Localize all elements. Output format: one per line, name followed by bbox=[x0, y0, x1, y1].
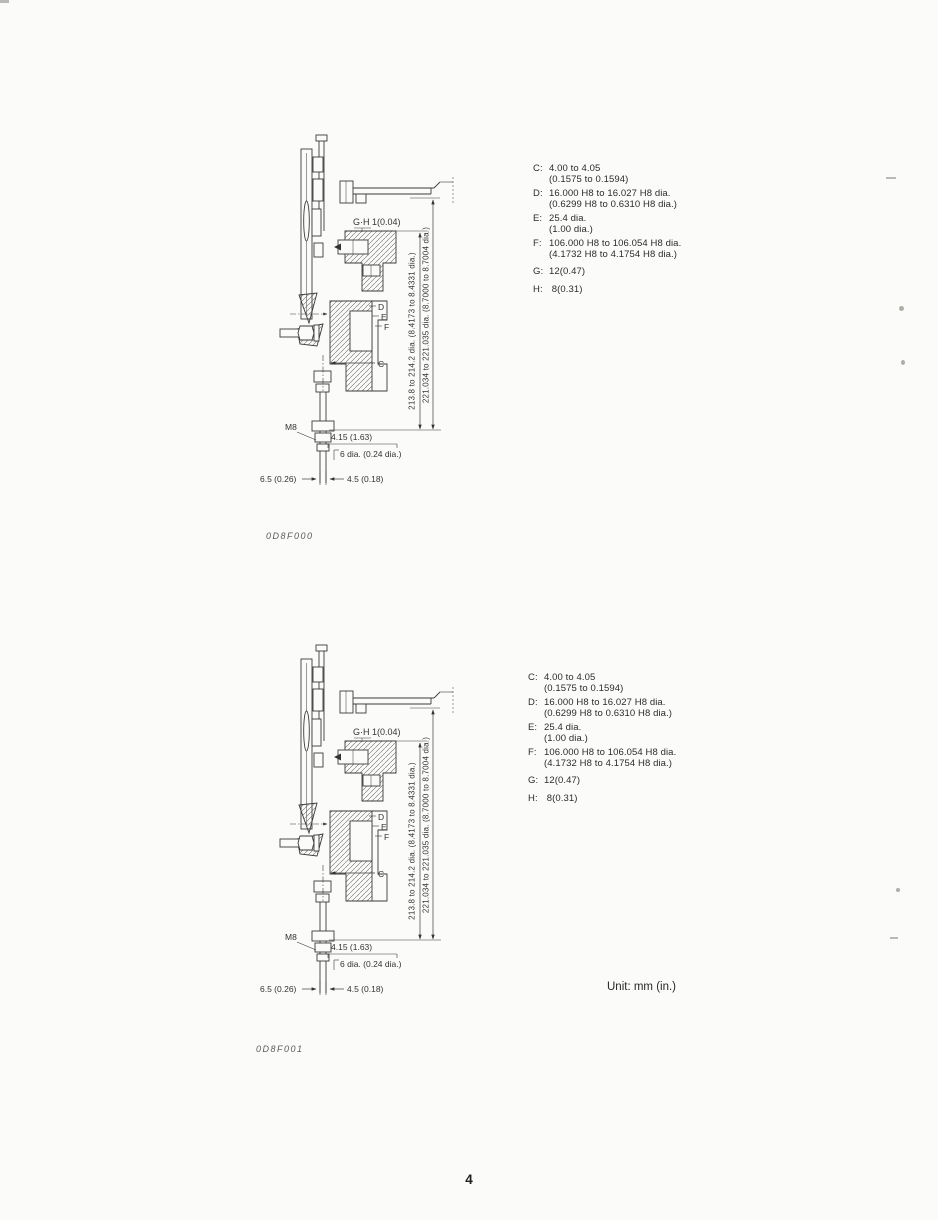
legend-key: F: bbox=[528, 747, 537, 758]
dim-label-m8: M8 bbox=[285, 422, 297, 432]
dim-label-6-5: 6.5 (0.26) bbox=[260, 474, 297, 484]
legend-entry-c: C: 4.00 to 4.05(0.1575 to 0.1594) bbox=[533, 163, 629, 185]
legend-entry-c: C: 4.00 to 4.05(0.1575 to 0.1594) bbox=[528, 672, 624, 694]
legend-entry-d: D: 16.000 H8 to 16.027 H8 dia.(0.6299 H8… bbox=[528, 697, 673, 719]
scan-artifact bbox=[890, 937, 898, 939]
dim-label-gh: G·H 1(0.04) bbox=[353, 727, 401, 737]
scan-artifact bbox=[896, 888, 900, 892]
legend-entry-h: H: 8(0.31) bbox=[533, 284, 583, 295]
legend-key: G: bbox=[533, 266, 544, 277]
dim-label-6-dia: 6 dia. (0.24 dia.) bbox=[340, 449, 402, 459]
dim-label-6-5: 6.5 (0.26) bbox=[260, 984, 297, 994]
legend-entry-h: H: 8(0.31) bbox=[528, 793, 578, 804]
scan-artifact bbox=[899, 306, 904, 311]
dim-label-f: F bbox=[384, 322, 389, 332]
figure-1-legend: C: 4.00 to 4.05(0.1575 to 0.1594) D: 16.… bbox=[533, 163, 681, 295]
dim-label-outer-bore: 221.034 to 221.035 dia. (8.7000 to 8.700… bbox=[422, 227, 431, 403]
legend-key: C: bbox=[528, 672, 538, 683]
figure-2-legend: C: 4.00 to 4.05(0.1575 to 0.1594) D: 16.… bbox=[528, 672, 676, 804]
figure-1-labels: G·H 1(0.04) D E F C M8 4.15 (1.63) 6 dia… bbox=[260, 217, 431, 484]
dim-label-f: F bbox=[384, 832, 389, 842]
legend-key: H: bbox=[528, 793, 538, 804]
dim-label-d: D bbox=[378, 302, 384, 312]
dim-label-e: E bbox=[381, 822, 387, 832]
dim-label-outer-bore: 221.034 to 221.035 dia. (8.7000 to 8.700… bbox=[422, 737, 431, 913]
figure-1-code: 0D8F000 bbox=[266, 531, 314, 541]
figure-2-labels: G·H 1(0.04) D E F C M8 4.15 (1.63) 6 dia… bbox=[260, 727, 431, 994]
legend-entry-d: D: 16.000 H8 to 16.027 H8 dia.(0.6299 H8… bbox=[533, 188, 678, 210]
dim-label-6-dia: 6 dia. (0.24 dia.) bbox=[340, 959, 402, 969]
dim-label-4-5: 4.5 (0.18) bbox=[347, 984, 384, 994]
dim-label-m8: M8 bbox=[285, 932, 297, 942]
part-outlines bbox=[279, 644, 454, 993]
dimension-lines bbox=[296, 197, 441, 485]
legend-key: H: bbox=[533, 284, 543, 295]
unit-note: Unit: mm (in.) bbox=[607, 981, 676, 993]
dim-label-d: D bbox=[378, 812, 384, 822]
scan-artifact bbox=[886, 177, 896, 179]
part-outlines bbox=[279, 134, 454, 483]
dim-label-4-15: 4.15 (1.63) bbox=[331, 942, 372, 952]
page-number: 4 bbox=[465, 1172, 473, 1187]
legend-key: C: bbox=[533, 163, 543, 174]
legend-key: E: bbox=[533, 213, 543, 224]
legend-key: D: bbox=[528, 697, 538, 708]
legend-key: F: bbox=[533, 238, 542, 249]
legend-entry-f: F: 106.000 H8 to 106.054 H8 dia.(4.1732 … bbox=[528, 747, 677, 769]
legend-key: D: bbox=[533, 188, 543, 199]
legend-key: G: bbox=[528, 775, 539, 786]
dim-label-e: E bbox=[381, 312, 387, 322]
figure-2-cross-section-drawing: G·H 1(0.04) D E F C M8 4.15 (1.63) 6 dia… bbox=[260, 644, 454, 995]
dim-label-4-15: 4.15 (1.63) bbox=[331, 432, 372, 442]
scan-artifact bbox=[0, 0, 9, 3]
legend-entry-e: E: 25.4 dia.(1.00 dia.) bbox=[528, 722, 588, 744]
legend-key: E: bbox=[528, 722, 538, 733]
dimension-lines bbox=[296, 707, 441, 995]
dim-label-gh: G·H 1(0.04) bbox=[353, 217, 401, 227]
legend-entry-e: E: 25.4 dia.(1.00 dia.) bbox=[533, 213, 593, 235]
figure-2-code: 0D8F001 bbox=[256, 1044, 304, 1054]
dim-label-c: C bbox=[378, 359, 384, 369]
dim-label-4-5: 4.5 (0.18) bbox=[347, 474, 384, 484]
dim-label-c: C bbox=[378, 869, 384, 879]
dim-label-inner-bore: 213.8 to 214.2 dia. (8.4173 to 8.4331 di… bbox=[408, 762, 417, 920]
dim-label-inner-bore: 213.8 to 214.2 dia. (8.4173 to 8.4331 di… bbox=[408, 252, 417, 410]
legend-entry-g: G: 12(0.47) bbox=[533, 266, 586, 277]
legend-entry-g: G: 12(0.47) bbox=[528, 775, 581, 786]
legend-entry-f: F: 106.000 H8 to 106.054 H8 dia.(4.1732 … bbox=[533, 238, 682, 260]
figure-1-cross-section-drawing: G·H 1(0.04) D E F C M8 4.15 (1.63) 6 dia… bbox=[260, 134, 454, 485]
scan-artifact bbox=[901, 360, 905, 365]
